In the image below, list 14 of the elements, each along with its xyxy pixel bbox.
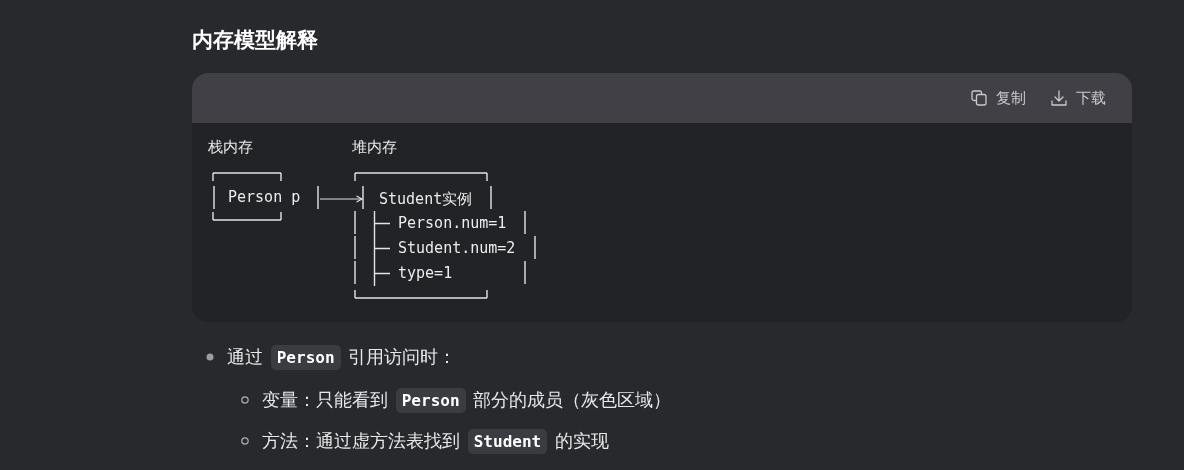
copy-button: 复制 [971, 87, 1026, 109]
download-button: 下载 [1051, 87, 1106, 109]
section-heading: 内存模型解释 [192, 27, 318, 54]
code-text: type=1 [398, 263, 453, 284]
region-label: 栈内存 [208, 137, 253, 157]
list-item-text: 变量：只能看到 Person 部分的成员（灰色区域） [262, 386, 672, 415]
code-text: Student实例 [379, 189, 473, 210]
list-item-text: 通过 Person 引用访问时： [227, 343, 457, 372]
code-text: Person.num=1 [398, 213, 507, 234]
region-label: 堆内存 [352, 137, 397, 157]
list-item-text: 方法：通过虚方法表找到 Student 的实现 [262, 427, 609, 456]
arrow [319, 195, 363, 203]
code-text: Person p [228, 187, 301, 208]
code-text: Student.num=2 [398, 238, 516, 259]
